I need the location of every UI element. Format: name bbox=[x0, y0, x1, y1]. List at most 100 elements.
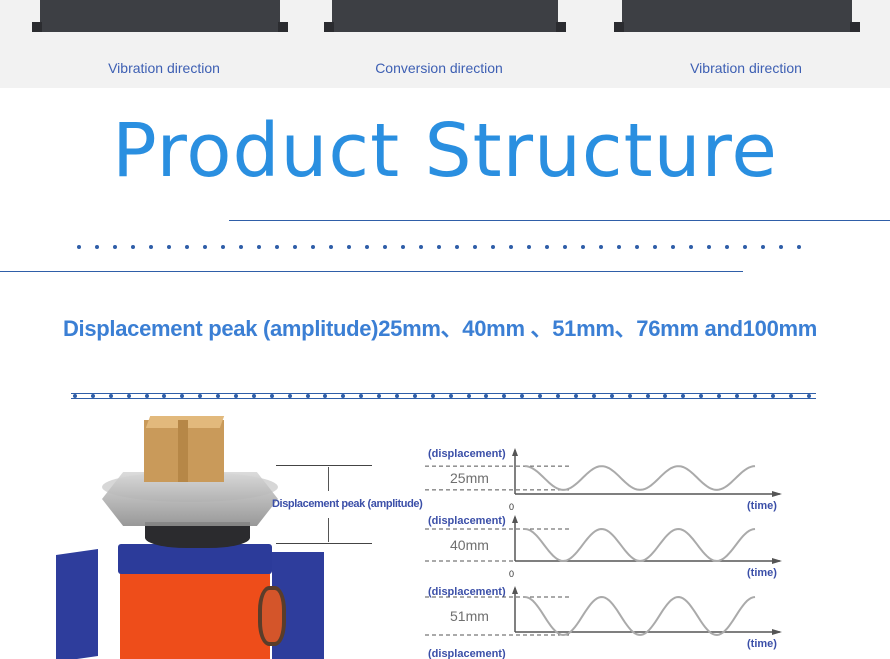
dimension-label: Displacement peak (amplitude) bbox=[272, 498, 423, 510]
divider-dot bbox=[430, 394, 435, 398]
x-axis-arrow bbox=[772, 558, 782, 564]
divider-dot bbox=[203, 245, 207, 249]
divider-dot bbox=[149, 245, 153, 249]
divider-dot bbox=[627, 394, 632, 398]
divider-dot bbox=[581, 245, 585, 249]
divider-dot bbox=[144, 394, 149, 398]
machine-base-3 bbox=[614, 0, 860, 32]
y-axis-label-partial: (displacement) bbox=[428, 648, 506, 659]
divider-dot bbox=[383, 245, 387, 249]
divider-dot bbox=[216, 394, 221, 398]
divider-dot bbox=[520, 394, 525, 398]
y-axis-arrow bbox=[512, 586, 518, 594]
cardboard-box-tape bbox=[178, 420, 188, 482]
machine-band bbox=[118, 544, 272, 574]
divider-dot bbox=[591, 394, 596, 398]
divider-dot bbox=[455, 245, 459, 249]
divider-dot bbox=[126, 394, 131, 398]
divider-dot bbox=[95, 245, 99, 249]
divider-dot bbox=[770, 394, 775, 398]
machine-base-2 bbox=[324, 0, 566, 32]
amplitude-label: 51mm bbox=[450, 608, 489, 624]
y-axis-label: (displacement) bbox=[428, 448, 506, 460]
divider-dot bbox=[717, 394, 722, 398]
divider-dot bbox=[699, 394, 704, 398]
divider-dot bbox=[90, 394, 95, 398]
divider-dot bbox=[131, 245, 135, 249]
divider-dot bbox=[377, 394, 382, 398]
divider-dot bbox=[484, 394, 489, 398]
divider-dot bbox=[556, 394, 561, 398]
divider-dot bbox=[609, 394, 614, 398]
divider-dot bbox=[635, 245, 639, 249]
divider-dot bbox=[108, 394, 113, 398]
divider-dot bbox=[743, 245, 747, 249]
dimension-line-bottom bbox=[276, 543, 372, 544]
x-axis-label: (time) bbox=[747, 638, 777, 650]
sine-wave bbox=[524, 465, 756, 491]
vibration-shaker-image bbox=[50, 410, 330, 659]
divider-dot bbox=[437, 245, 441, 249]
machine-spring bbox=[258, 586, 286, 646]
divider-dot bbox=[779, 245, 783, 249]
divider-dot bbox=[167, 245, 171, 249]
origin-label: 0 bbox=[509, 502, 514, 512]
y-axis-label: (displacement) bbox=[428, 515, 506, 527]
divider-dot bbox=[752, 394, 757, 398]
divider-dot bbox=[287, 394, 292, 398]
origin-label: 0 bbox=[509, 569, 514, 579]
dotted-divider-2 bbox=[73, 393, 811, 399]
divider-dot bbox=[113, 245, 117, 249]
divider-dot bbox=[234, 394, 239, 398]
divider-dot bbox=[341, 394, 346, 398]
divider-dot bbox=[359, 394, 364, 398]
divider-dot bbox=[473, 245, 477, 249]
divider-dot bbox=[251, 394, 256, 398]
divider-dot bbox=[305, 394, 310, 398]
amplitude-label: 25mm bbox=[450, 470, 489, 486]
dimension-arrow-lower bbox=[328, 518, 329, 542]
divider-lower bbox=[0, 271, 743, 272]
sine-wave bbox=[524, 595, 756, 637]
divider-dot bbox=[788, 394, 793, 398]
dimension-arrow-upper bbox=[328, 467, 329, 491]
divider-dot bbox=[707, 245, 711, 249]
divider-dot bbox=[806, 394, 811, 398]
divider-dot bbox=[275, 245, 279, 249]
machine-base-1 bbox=[32, 0, 288, 32]
top-image-strip: Vibration direction Conversion direction… bbox=[0, 0, 890, 88]
divider-dot bbox=[401, 245, 405, 249]
y-axis-label: (displacement) bbox=[428, 586, 506, 598]
divider-dot bbox=[73, 394, 77, 398]
divider-dot bbox=[502, 394, 507, 398]
sine-wave bbox=[524, 527, 756, 563]
divider-dot bbox=[329, 245, 333, 249]
divider-dot bbox=[323, 394, 328, 398]
direction-label-2: Conversion direction bbox=[375, 60, 503, 76]
divider-dot bbox=[545, 245, 549, 249]
divider-dot bbox=[185, 245, 189, 249]
y-axis-arrow bbox=[512, 448, 518, 456]
divider-dot bbox=[347, 245, 351, 249]
divider-dot bbox=[269, 394, 274, 398]
direction-label-1: Vibration direction bbox=[108, 60, 220, 76]
machine-body bbox=[120, 570, 270, 659]
divider-dot bbox=[419, 245, 423, 249]
divider-dot bbox=[645, 394, 650, 398]
x-axis-label: (time) bbox=[747, 500, 777, 512]
section-title: Product Structure bbox=[112, 108, 778, 194]
divider-bottom-2 bbox=[71, 398, 816, 399]
divider-dot bbox=[653, 245, 657, 249]
divider-dot bbox=[725, 245, 729, 249]
divider-dot bbox=[538, 394, 543, 398]
amplitude-headline: Displacement peak (amplitude)25mm、40mm 、… bbox=[62, 316, 818, 341]
machine-frame-left bbox=[56, 549, 98, 659]
divider-dot bbox=[761, 245, 765, 249]
x-axis-arrow bbox=[772, 491, 782, 497]
x-axis-arrow bbox=[772, 629, 782, 635]
divider-dot bbox=[797, 245, 801, 249]
y-axis-arrow bbox=[512, 515, 518, 523]
divider-dot bbox=[689, 245, 693, 249]
divider-dot bbox=[412, 394, 417, 398]
divider-dot bbox=[311, 245, 315, 249]
